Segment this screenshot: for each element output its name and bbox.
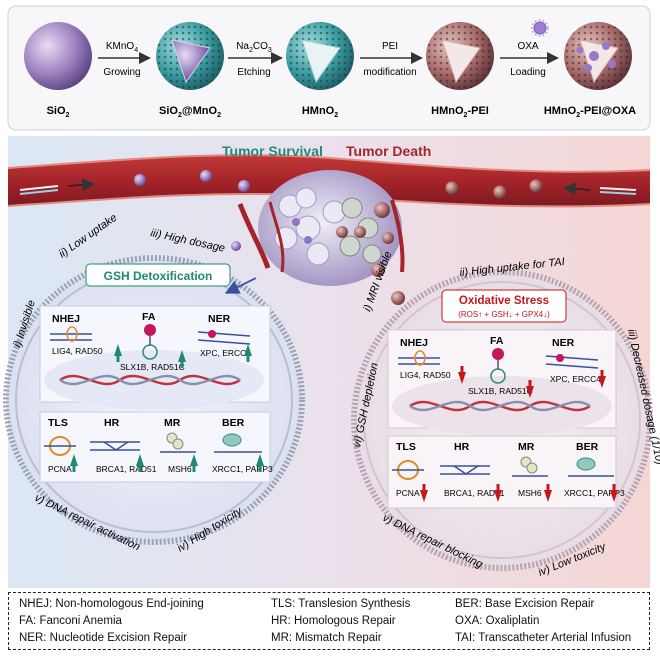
right-fa-icon [490,348,506,384]
gsh-entry-arrow [224,277,257,294]
left-mr-title: MR [164,417,181,429]
left-up-arrows [70,344,264,472]
particle-sio2-mno2 [156,22,224,90]
right-ner-title: NER [552,337,575,349]
particle-hmno2-pei [426,22,494,90]
right-fa-genes: SLX1B, RAD51C [468,386,533,396]
particle-hmno2 [286,22,354,90]
particle-name-4: HMnO2-PEI [431,105,489,119]
left-ner-icon [197,330,251,345]
right-nhej-genes: LIG4, RAD50 [400,370,451,380]
step-3-process: modification [363,67,416,78]
legend-hr: HR: Homologous Repair [271,615,396,627]
tumor-death-label: Tumor Death [346,143,431,159]
left-tls-icon [44,436,76,456]
step-2-reagent: Na2CO3 [236,41,272,54]
right-ner-genes: XPC, ERCC4 [550,374,601,384]
right-tls-icon [392,460,424,480]
left-fa-title: FA [142,311,156,323]
legend-mr: MR: Mismatch Repair [271,632,382,644]
left-tls-genes: PCNA [48,464,72,474]
right-ber-icon [568,457,614,477]
particle-name-1: SiO2 [47,105,70,119]
legend-fa: FA: Fanconi Anemia [19,615,122,627]
legend-ner: NER: Nucleotide Excision Repair [19,632,188,644]
oxid-box [441,289,567,323]
abbreviation-legend: NHEJ: Non-homologous End-joining TLS: Tr… [8,592,650,650]
left-nhej-genes: LIG4, RAD50 [52,346,103,356]
left-nhej-title: NHEJ [52,313,80,325]
left-ber-title: BER [222,417,245,429]
legend-nhej: NHEJ: Non-homologous End-joining [19,598,204,610]
right-hr-icon [440,465,490,475]
tumor-mass [231,170,405,305]
right-tls-title: TLS [396,441,416,453]
left-nhej-icon [50,326,92,342]
left-hr-title: HR [104,417,120,429]
left-nucleus [39,305,271,483]
capillary-left-2 [268,201,285,273]
oxid-subtitle: (ROS↑ + GSH↓ + GPX4↓) [458,310,550,319]
step-1-process: Growing [103,67,140,78]
particle-hmno2-pei-oxa [564,22,632,90]
right-mr-icon [512,456,548,477]
left-ner-genes: XPC, ERCC4 [200,348,251,358]
right-mr-genes: MSH6 [518,488,542,498]
left-ner-title: NER [208,313,231,325]
legend-tai: TAI: Transcatheter Arterial Infusion [455,632,632,644]
left-mr-genes: MSH6 [168,464,192,474]
particle-sio2 [24,22,92,90]
legend-ber: BER: Base Excision Repair [455,598,595,610]
left-mr-icon [160,432,196,453]
legend-oxa: OXA: Oxaliplatin [455,615,540,627]
right-fa-title: FA [490,335,504,347]
left-hr-icon [90,441,140,451]
oxid-title: Oxidative Stress [459,295,549,307]
step-4-process: Loading [510,67,546,78]
tumor-survival-label: Tumor Survival [222,143,323,159]
left-fa-icon [142,324,158,360]
right-nhej-title: NHEJ [400,337,428,349]
right-ner-icon [545,354,599,369]
step-2-process: Etching [237,67,270,78]
step-1-reagent: KMnO4 [106,41,138,54]
oxa-molecule-icon [531,19,549,37]
particle-name-5: HMnO2-PEI@OXA [544,105,636,119]
gsh-box [85,263,231,287]
right-hr-title: HR [454,441,470,453]
right-tls-genes: PCNA [396,488,420,498]
left-hr-genes: BRCA1, RAD51 [96,464,157,474]
left-ber-genes: XRCC1, PARP3 [212,464,273,474]
right-down-arrows [420,366,618,502]
gsh-title: GSH Detoxification [104,269,213,283]
right-hr-genes: BRCA1, RAD51 [444,488,505,498]
step-3-reagent: PEI [382,41,398,52]
right-ber-title: BER [576,441,599,453]
particle-name-3: HMnO2 [302,105,338,119]
capillary-left [237,203,271,269]
particle-name-2: SiO2@MnO2 [159,105,221,119]
legend-tls: TLS: Translesion Synthesis [271,598,411,610]
step-4-reagent: OXA [517,41,538,52]
left-fa-genes: SLX1B, RAD51C [120,362,185,372]
capillary-right [390,199,405,273]
right-nhej-icon [398,350,440,366]
vessel-particles [134,170,543,199]
left-ber-icon [214,433,262,453]
right-mr-title: MR [518,441,535,453]
right-ber-genes: XRCC1, PARP3 [564,488,625,498]
left-tls-title: TLS [48,417,68,429]
